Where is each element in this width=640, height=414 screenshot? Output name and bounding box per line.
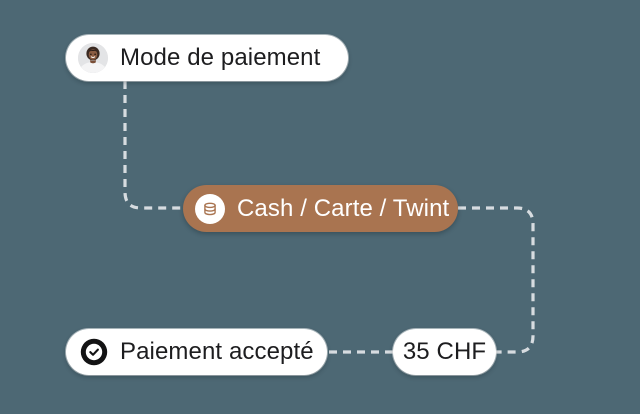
node-mode-paiement[interactable]: Mode de paiement [66,35,348,81]
check-circle-icon [80,338,108,366]
edge-mode-paiement-to-cash [123,81,183,210]
node-label: Cash / Carte / Twint [237,194,450,222]
node-label: Mode de paiement [120,44,321,71]
node-label: 35 CHF [402,338,487,365]
coins-icon [195,193,225,224]
node-cash-carte-twint[interactable]: Cash / Carte / Twint [183,185,458,232]
avatar-icon [78,43,108,73]
node-amount[interactable]: 35 CHF [393,329,496,375]
node-paiement-accepte[interactable]: Paiement accepté [66,329,327,375]
node-label: Paiement accepté [120,338,314,365]
